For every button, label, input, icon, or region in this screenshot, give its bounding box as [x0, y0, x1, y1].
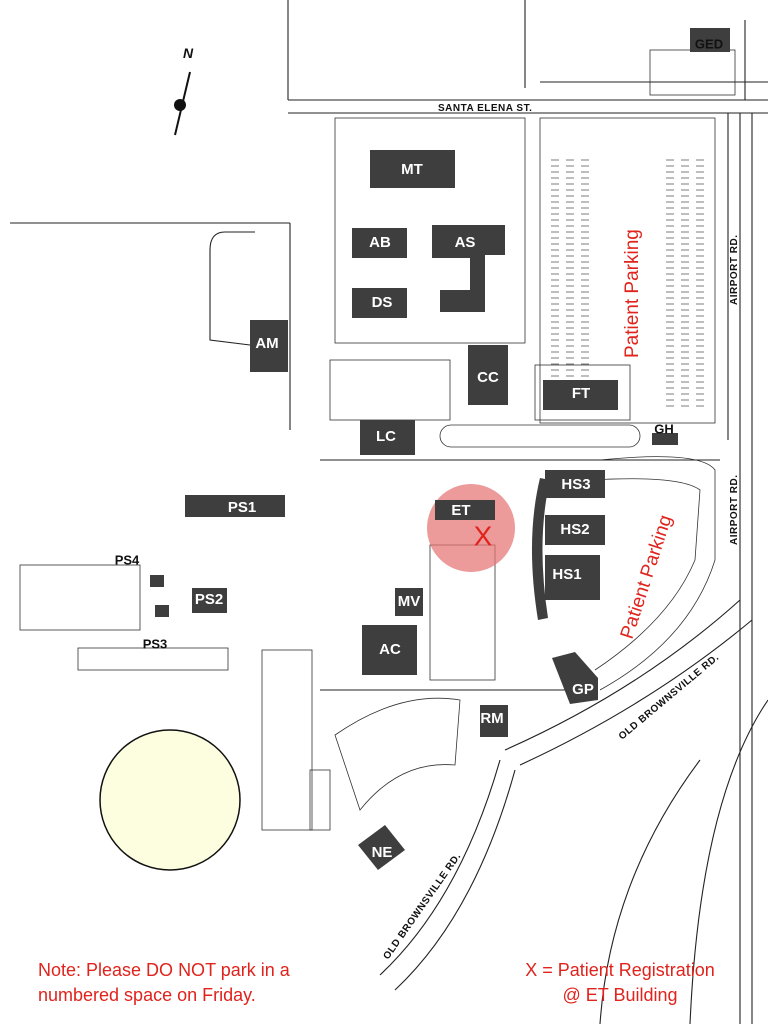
- building-label-ps2: PS2: [195, 591, 223, 608]
- building-label-ps3: PS3: [143, 636, 168, 651]
- street-old-brownsville-bottom: OLD BROWNSVILLE RD.: [381, 851, 463, 962]
- patient-parking-label-lower: Patient Parking: [617, 513, 677, 642]
- legend-line2: @ ET Building: [562, 985, 678, 1005]
- building-label-ac: AC: [379, 641, 401, 658]
- friday-parking-note: Note: Please DO NOT park in a numbered s…: [38, 958, 290, 1008]
- building-label-ds: DS: [372, 294, 393, 311]
- building-label-hs2: HS2: [560, 521, 589, 538]
- street-airport-lower: AIRPORT RD.: [729, 475, 740, 546]
- parking-lots: [19, 49, 736, 831]
- building-label-ps4: PS4: [115, 552, 140, 567]
- building-label-rm: RM: [480, 710, 503, 727]
- patient-parking-label-upper: Patient Parking: [622, 229, 643, 358]
- north-arrow: N: [174, 45, 194, 136]
- registration-legend: X = Patient Registration @ ET Building: [505, 958, 735, 1008]
- friday-note-line1: Note: Please DO NOT park in a: [38, 960, 290, 980]
- registration-highlight: [427, 484, 515, 572]
- north-label: N: [183, 45, 194, 61]
- building-label-gh: GH: [654, 421, 674, 436]
- buildings: GED MT AB AS DS AM CC FT GH LC HS3 HS2: [150, 28, 730, 870]
- building-label-ab: AB: [369, 234, 391, 251]
- friday-note-line2: numbered space on Friday.: [38, 985, 256, 1005]
- building-label-gp: GP: [572, 681, 594, 698]
- pond: [99, 729, 241, 871]
- building-label-cc: CC: [477, 369, 499, 386]
- street-santa-elena: SANTA ELENA ST.: [438, 103, 532, 114]
- building-label-am: AM: [255, 335, 278, 352]
- building-label-mv: MV: [398, 593, 421, 610]
- building-label-lc: LC: [376, 428, 396, 445]
- building-label-et: ET: [451, 502, 470, 519]
- building-label-mt: MT: [401, 161, 423, 178]
- street-old-brownsville-right: OLD BROWNSVILLE RD.: [617, 652, 722, 742]
- registration-marker: X: [474, 520, 493, 551]
- building-label-hs3: HS3: [561, 476, 590, 493]
- building-label-hs1: HS1: [552, 566, 581, 583]
- legend-line1: X = Patient Registration: [525, 960, 715, 980]
- street-airport-upper: AIRPORT RD.: [729, 235, 740, 306]
- building-label-ps1: PS1: [228, 499, 256, 516]
- building-label-ged: GED: [695, 36, 723, 51]
- building-label-ne: NE: [372, 844, 393, 861]
- road-network: [10, 0, 768, 1024]
- building-label-as: AS: [455, 234, 476, 251]
- building-label-ft: FT: [572, 385, 590, 402]
